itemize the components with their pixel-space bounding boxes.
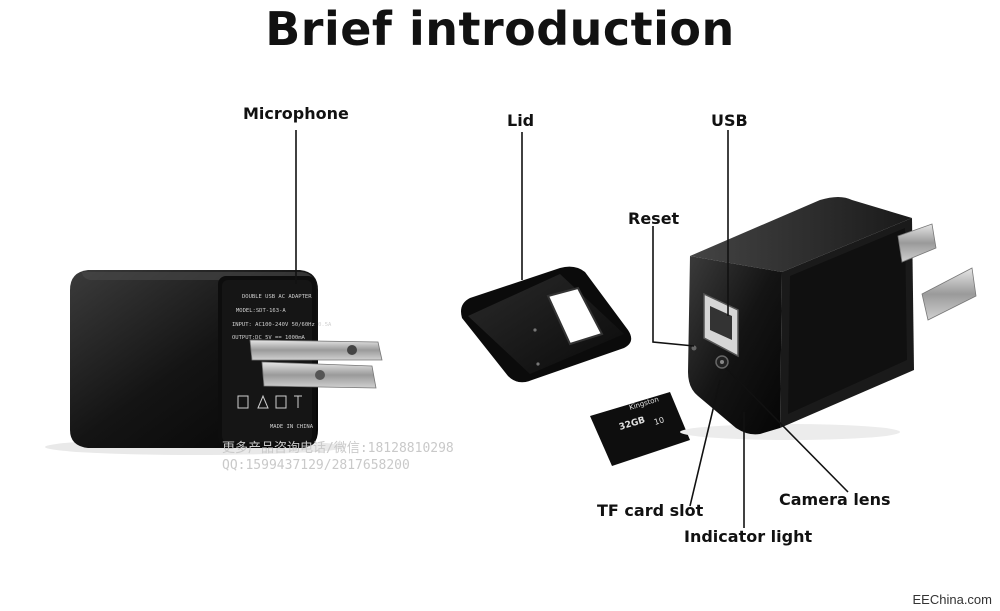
watermark-line2: QQ:1599437129/2817658200 <box>222 458 410 473</box>
label-indicator-light: Indicator light <box>684 527 813 546</box>
leader-tf-card <box>689 379 721 507</box>
label-microphone: Microphone <box>243 104 349 123</box>
leader-lines <box>295 130 849 528</box>
tf-card: Kingston 32GB 10 <box>590 392 690 466</box>
certification-icons <box>237 394 302 409</box>
label-lid: Lid <box>507 111 535 130</box>
left-prongs <box>249 339 383 389</box>
right-prongs <box>897 223 977 321</box>
page-title: Brief introduction <box>265 2 735 56</box>
sd-card-class: 10 <box>653 415 665 427</box>
site-credit: EEChina.com <box>912 592 992 607</box>
label-reset: Reset <box>628 209 680 228</box>
product-label-line3: INPUT: AC100-240V 50/60Hz 0.5A <box>232 322 332 328</box>
product-label-line2: MODEL:SDT-163-A <box>236 308 286 314</box>
leader-reset <box>652 226 695 347</box>
label-tf-card-slot: TF card slot <box>597 501 704 520</box>
label-usb: USB <box>711 111 748 130</box>
product-label-line1: DOUBLE USB AC ADAPTER <box>242 294 312 300</box>
watermark-line1: 更多产品咨询电话/微信:18128810298 <box>222 441 454 456</box>
product-label-line4: OUTPUT:DC 5V == 1000mA <box>232 335 306 341</box>
product-label-made: MADE IN CHINA <box>270 424 314 430</box>
right-camera-cube <box>680 197 977 440</box>
label-camera-lens: Camera lens <box>779 490 891 509</box>
leader-camera <box>725 367 849 493</box>
lid-piece <box>461 266 632 383</box>
left-charger-cube: DOUBLE USB AC ADAPTER MODEL:SDT-163-A IN… <box>45 270 383 455</box>
